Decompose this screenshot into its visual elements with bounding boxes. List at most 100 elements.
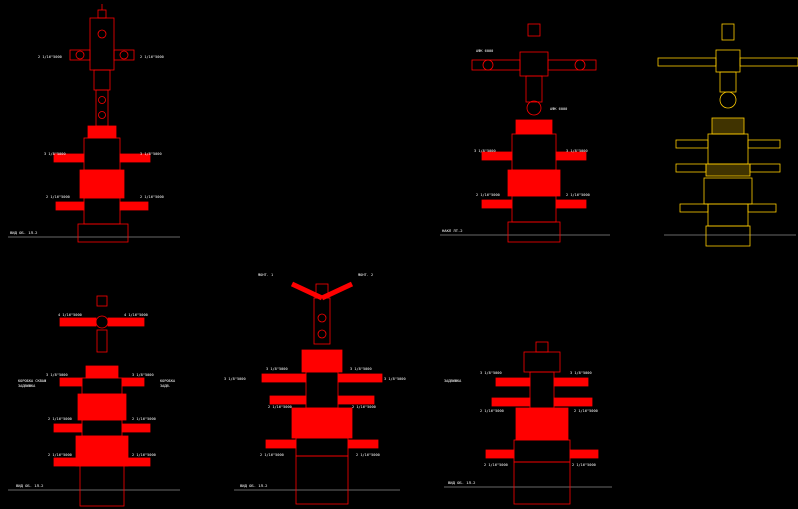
tubing-head-flange — [301, 349, 343, 373]
master-valve — [525, 75, 543, 103]
casing-valve-left — [55, 201, 85, 211]
side-outlet-valve-left — [675, 139, 709, 149]
pressure-label: 3 1/8"5000 — [224, 377, 246, 381]
assembly-title: ВИД ОБ. 1Л-2 — [10, 230, 37, 235]
casing-head-flange — [291, 407, 353, 439]
wellhead-assembly-4 — [8, 295, 180, 507]
side-outlet-valve-left-2 — [269, 395, 307, 405]
casing-bowl — [705, 225, 751, 247]
casing-valve-right — [119, 201, 149, 211]
wellhead-assembly-2 — [440, 23, 610, 243]
pressure-label: 3 1/8"5000 — [384, 377, 406, 381]
side-outlet-valve-left-2 — [675, 163, 707, 173]
pressure-label: ФОНТ. 2 — [358, 273, 373, 277]
pressure-label: 3 1/8"5000 — [570, 371, 592, 375]
left-wing-valve — [471, 59, 521, 71]
casing-valve-left — [53, 423, 83, 433]
pressure-label: 2 1/16"5000 — [260, 453, 284, 457]
pressure-label: 2 1/16"5000 — [566, 193, 590, 197]
wellhead-assembly-3 — [657, 23, 798, 247]
casing-valve-left — [265, 439, 297, 449]
pressure-label: 3 1/8"5000 — [480, 371, 502, 375]
pressure-label: АФК 6000 — [476, 49, 493, 53]
assembly-6-text: ВИД ОБ. 1Л-2 3 1/8"5000 3 1/8"5000 2 1/1… — [444, 371, 598, 485]
pressure-label: 3 1/8"5000 — [350, 367, 372, 371]
side-outlet-valve-right-2 — [337, 395, 375, 405]
right-wing-valve — [739, 57, 798, 67]
pressure-label: 2 1/16"5000 — [132, 453, 156, 457]
master-valve-handwheel-icon — [526, 100, 542, 116]
side-outlet-valve-left — [261, 373, 307, 383]
casing-bowl — [77, 223, 129, 243]
side-outlet-valve-right — [553, 377, 589, 387]
assembly-2-text: НАКЛ ЛТ-2 АФК 6000 АФК 6000 3 1/8"5000 3… — [442, 49, 590, 233]
master-valve — [719, 71, 737, 93]
master-valve — [313, 297, 331, 345]
valve-handwheel-icon — [97, 29, 107, 39]
side-note: ЗАДВ. — [160, 384, 171, 388]
pressure-label: 3 1/8"5000 — [566, 149, 588, 153]
pressure-label: АФК 6000 — [550, 107, 567, 111]
pressure-label: 2 1/16"5000 — [574, 409, 598, 413]
side-outlet-valve-left-2 — [491, 397, 531, 407]
wellhead-assembly-1 — [8, 4, 180, 243]
gauge-icon — [96, 295, 108, 307]
pressure-label: 3 1/8"5000 — [132, 373, 154, 377]
gauge-icon — [527, 23, 541, 37]
spool — [705, 163, 751, 177]
tubing-head-flange — [515, 119, 553, 135]
pressure-label: ФОНТ. 1 — [258, 273, 273, 277]
casing-head-flange — [515, 407, 569, 441]
left-wing-valve — [59, 317, 97, 327]
side-outlet-valve-left — [495, 377, 531, 387]
assembly-title: НАКЛ ЛТ-2 — [442, 228, 463, 233]
left-wing-valve — [657, 57, 717, 67]
assembly-4-text: ВИД ОБ. 1Л-2 4 1/16"5000 4 1/16"5000 3 1… — [16, 313, 176, 488]
handwheel-icon — [317, 313, 327, 323]
pressure-label: 2 1/16"5000 — [356, 453, 380, 457]
pressure-label: 2 1/16"5000 — [132, 417, 156, 421]
pressure-label: 3 1/8"5000 — [44, 152, 66, 156]
casing-valve-left — [485, 449, 515, 459]
casing-valve-right — [569, 449, 599, 459]
pressure-label: 2 1/16"5000 — [140, 55, 164, 59]
assembly-5-text: ВИД ОБ. 1Л-2 ФОНТ. 1 ФОНТ. 2 3 1/8"5000 … — [224, 273, 406, 488]
tubing-head-flange — [87, 125, 117, 139]
left-wing-valve — [69, 49, 91, 61]
side-note: КОРОБКА СКВАЖ — [18, 379, 47, 383]
casing-bowl — [507, 221, 561, 243]
pressure-label: 2 1/16"5000 — [480, 409, 504, 413]
casing-head-flange — [507, 169, 561, 197]
pressure-label: 3 1/8"5000 — [266, 367, 288, 371]
pressure-label: 2 1/16"5000 — [38, 55, 62, 59]
casing-valve-right — [121, 423, 151, 433]
handwheel-icon — [75, 50, 85, 60]
side-outlet-valve-right — [119, 153, 151, 163]
assembly-title: ВИД ОБ. 1Л-2 — [240, 483, 267, 488]
assembly-title: ВИД ОБ. 1Л-2 — [448, 480, 475, 485]
side-note: КОРОБКА — [160, 379, 176, 383]
casing-valve-left-2 — [53, 457, 81, 467]
casing-valve-right — [555, 199, 587, 209]
pressure-label: 3 1/8"5000 — [474, 149, 496, 153]
side-outlet-valve-right-2 — [553, 397, 593, 407]
side-outlet-valve-left — [59, 377, 83, 387]
side-outlet-valve-right — [747, 139, 781, 149]
casing-head-flange — [77, 393, 127, 421]
wellhead-assembly-5 — [234, 281, 400, 505]
handwheel-icon — [98, 111, 106, 119]
side-outlet-valve-right-2 — [749, 163, 781, 173]
casing-valve-left — [481, 199, 513, 209]
wellhead-assembly-6 — [444, 341, 612, 505]
handwheel-icon — [482, 59, 494, 71]
right-wing-valve — [113, 49, 135, 61]
side-note: ЗАДВИЖКА — [18, 384, 36, 388]
casing-head-flange-2 — [75, 435, 129, 467]
right-wing-valve — [547, 59, 597, 71]
casing-valve-right — [747, 203, 777, 213]
side-outlet-valve-right — [121, 377, 145, 387]
pressure-label: 4 1/16"5000 — [124, 313, 148, 317]
side-outlet-valve-left — [53, 153, 85, 163]
handwheel-icon — [317, 329, 327, 339]
